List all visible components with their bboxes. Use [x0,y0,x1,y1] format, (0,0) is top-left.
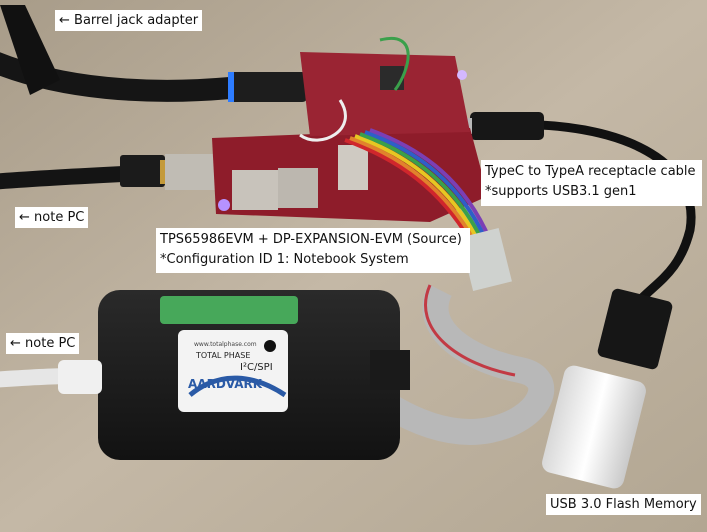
usb-flash-label: USB 3.0 Flash Memory [546,494,701,515]
led-purple-2 [457,70,467,80]
ribbon-red-stripe [424,284,516,377]
aardvark-ribbon-port [370,350,410,390]
led-purple [218,199,230,211]
typec-cable [535,120,696,305]
flash-memory-body [542,365,646,489]
aardvark-url-text: www.totalphase.com [194,341,257,348]
aardvark-brand-text: AARDVARK [188,377,263,391]
barrel-cable-ferrite [0,5,60,95]
aardvark-dot [264,340,276,352]
typec-cable-label: TypeC to TypeA receptacle cable *support… [481,160,702,206]
wire-white [299,99,347,142]
aardvark-protocol-text: I²C/SPI [240,362,273,373]
usb-plug-1-metal [165,154,220,190]
usb-plug-1 [120,155,165,187]
jumper-block [338,145,368,190]
dp-connector [232,170,278,210]
barrel-jack-cable [0,52,321,102]
wire-purple [369,128,492,241]
tps-label-line-1: TPS65986EVM + DP-EXPANSION-EVM (Source) [160,232,462,247]
aardvark-maker-text: TOTAL PHASE [195,351,250,360]
ribbon-header [459,227,512,292]
wire-green [359,132,484,241]
usb-plug-1-gold [160,160,168,184]
tps-board-label: TPS65986EVM + DP-EXPANSION-EVM (Source) … [156,228,470,273]
note-pc-label-1: ← note PC [15,207,89,228]
usb-plug-2 [58,360,102,394]
barrel-jack-label: ← Barrel jack adapter [55,10,203,31]
aardvark-green-sticker [160,296,298,324]
wire-red [344,138,472,242]
aardvark-logo-swoosh [188,375,287,398]
ribbon-cable [372,284,555,445]
upper-pcb [300,52,470,136]
chip [380,66,404,90]
note-pc-label-2: ← note PC [6,333,80,354]
wire-yellow [354,134,480,241]
hdmi-connector [278,168,318,208]
typec-label-line-2: *supports USB3.1 gen1 [485,184,637,199]
barrel-plug-body [228,72,308,102]
wire-green-top [379,36,410,91]
tps-label-line-2: *Configuration ID 1: Notebook System [160,252,409,267]
wire-orange [349,136,476,242]
wire-blue [364,130,488,241]
aardvark-label [178,330,288,412]
typec-label-line-1: TypeC to TypeA receptacle cable [485,164,696,179]
flash-connector [597,288,673,370]
barrel-plug-ring [228,72,234,102]
typec-plug [470,112,544,140]
